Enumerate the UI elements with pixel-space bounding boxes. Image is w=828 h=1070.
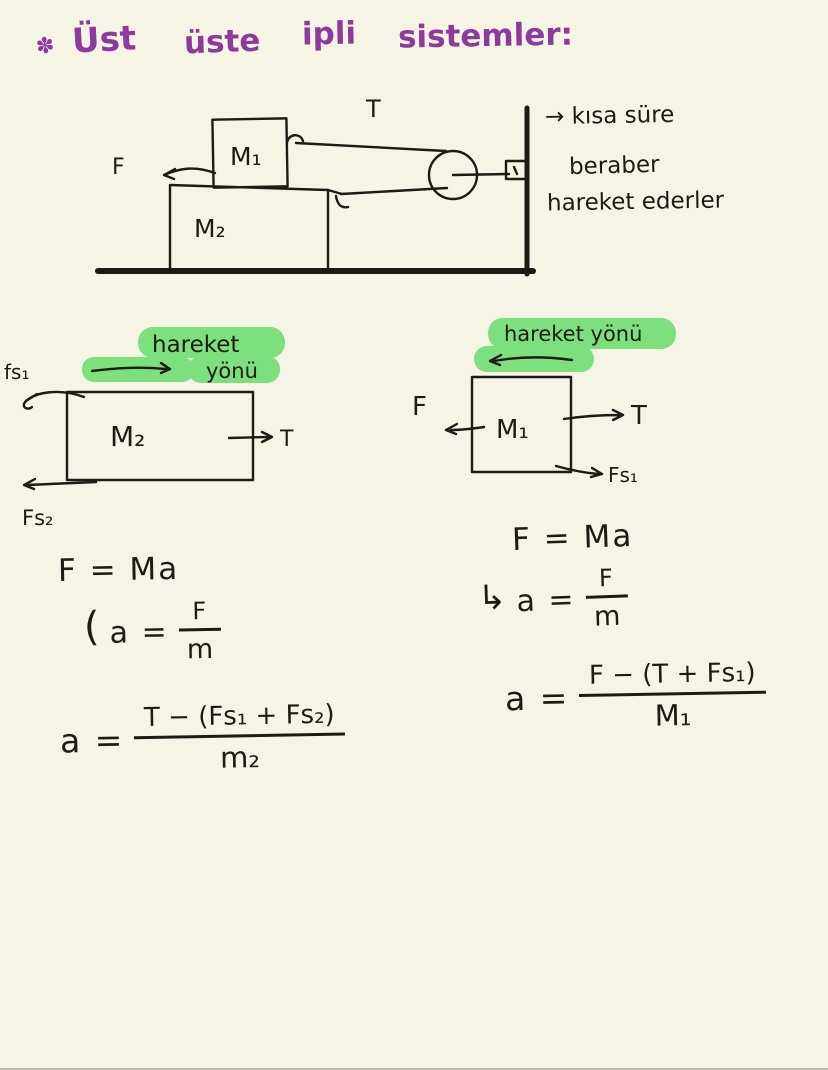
equation-text: F = Ma (511, 517, 634, 559)
block-m1-outline (211, 117, 289, 189)
equation-lhs: a = (515, 581, 577, 619)
block-m2-top-step (326, 188, 344, 196)
tension-label: T (630, 401, 647, 431)
fbd-block-m2: hareket yönü M₂ T fs₁ Fs₂ (4, 327, 294, 530)
wall-bracket-pin (512, 165, 519, 176)
fraction: F − (T + Fs₁) M₁ (578, 657, 767, 734)
equation-text: F = Ma (57, 550, 180, 590)
friction-fs2-label: Fs₂ (22, 506, 53, 530)
block-m1-label: M₁ (496, 415, 529, 445)
side-note-line: → kısa süre (544, 101, 675, 131)
lead-arrow-icon: ↳ (477, 577, 508, 619)
tension-arrow (562, 408, 625, 422)
fraction-numerator: F (178, 596, 221, 632)
equation-newton-m2: F = Ma (58, 551, 180, 589)
block-m2-label: M₂ (110, 420, 145, 453)
equation-result-m2: a = T − (Fs₁ + Fs₂) m₂ (59, 699, 346, 778)
friction-fs2-arrow (22, 477, 98, 491)
block-m2-label: M₂ (194, 214, 226, 243)
motion-direction-arrow (90, 361, 172, 375)
wall-bracket (504, 159, 528, 181)
motion-direction-word: hareket (152, 332, 239, 358)
friction-fs1-arrow (22, 390, 86, 410)
block-m1-label: M₁ (230, 142, 262, 171)
tension-arrow (227, 430, 274, 444)
side-note-line: beraber (568, 151, 660, 181)
equation-accel-m2: ( a = F m (83, 596, 221, 667)
pulley-system-diagram: F T M₁ M₂ (95, 95, 536, 277)
fraction-denominator: m (186, 633, 214, 666)
block-m1-outline (470, 375, 573, 474)
highlight-pill (138, 327, 285, 358)
equation-lhs: a = (109, 614, 169, 651)
fraction-numerator: T − (Fs₁ + Fs₂) (133, 699, 346, 740)
friction-fs1-arrow (554, 464, 604, 479)
page-title-word: üste (183, 22, 261, 62)
tension-label: T (365, 95, 381, 123)
motion-direction-word: yönü (206, 359, 258, 383)
fraction: T − (Fs₁ + Fs₂) m₂ (133, 699, 346, 777)
block-m2-outline (65, 390, 255, 482)
fraction-denominator: m₂ (219, 740, 261, 775)
force-label: F (112, 155, 125, 180)
fraction-numerator: F − (T + Fs₁) (578, 657, 767, 697)
lead-arrow-icon: ( (83, 603, 100, 651)
friction-fs1-label: fs₁ (4, 360, 29, 384)
fbd-block-m1: hareket yönü M₁ F T Fs₁ (412, 318, 676, 487)
force-arrow (162, 167, 217, 181)
rope-top (294, 141, 448, 153)
equation-newton-m1: F = Ma (511, 518, 633, 558)
side-note-line: hareket ederler (546, 187, 725, 217)
page-title-word: ipli (301, 15, 357, 53)
rope-hook-m2 (334, 194, 350, 209)
force-arrow (444, 422, 486, 436)
tension-label: T (279, 427, 294, 452)
equation-lhs: a = (59, 720, 125, 761)
friction-fs1-label: Fs₁ (608, 463, 638, 487)
fraction-denominator: M₁ (654, 698, 692, 733)
rope-bottom (339, 186, 449, 196)
highlight-pill (188, 356, 280, 383)
force-label: F (412, 392, 427, 422)
motion-direction-label: hareket yönü (504, 322, 642, 346)
motion-direction-arrow (488, 353, 574, 367)
page-bottom-edge (0, 1068, 828, 1070)
highlight-pill (82, 357, 194, 382)
pulley-axle (451, 172, 511, 177)
fraction-numerator: F (584, 563, 628, 599)
fraction: F m (584, 563, 628, 633)
equation-lhs: a = (504, 678, 570, 719)
fraction: F m (178, 596, 221, 666)
highlight-pill (474, 346, 594, 372)
highlight-pill (488, 318, 676, 349)
rope-hook-m1 (285, 134, 305, 145)
fraction-denominator: m (593, 600, 621, 633)
page-title-word: Üst (70, 18, 138, 62)
equation-accel-m1: ↳ a = F m (477, 563, 629, 636)
page-title-word: sistemler: (397, 16, 574, 56)
title-bullet-icon: ✽ (34, 32, 57, 61)
equation-result-m1: a = F − (T + Fs₁) M₁ (504, 657, 767, 736)
